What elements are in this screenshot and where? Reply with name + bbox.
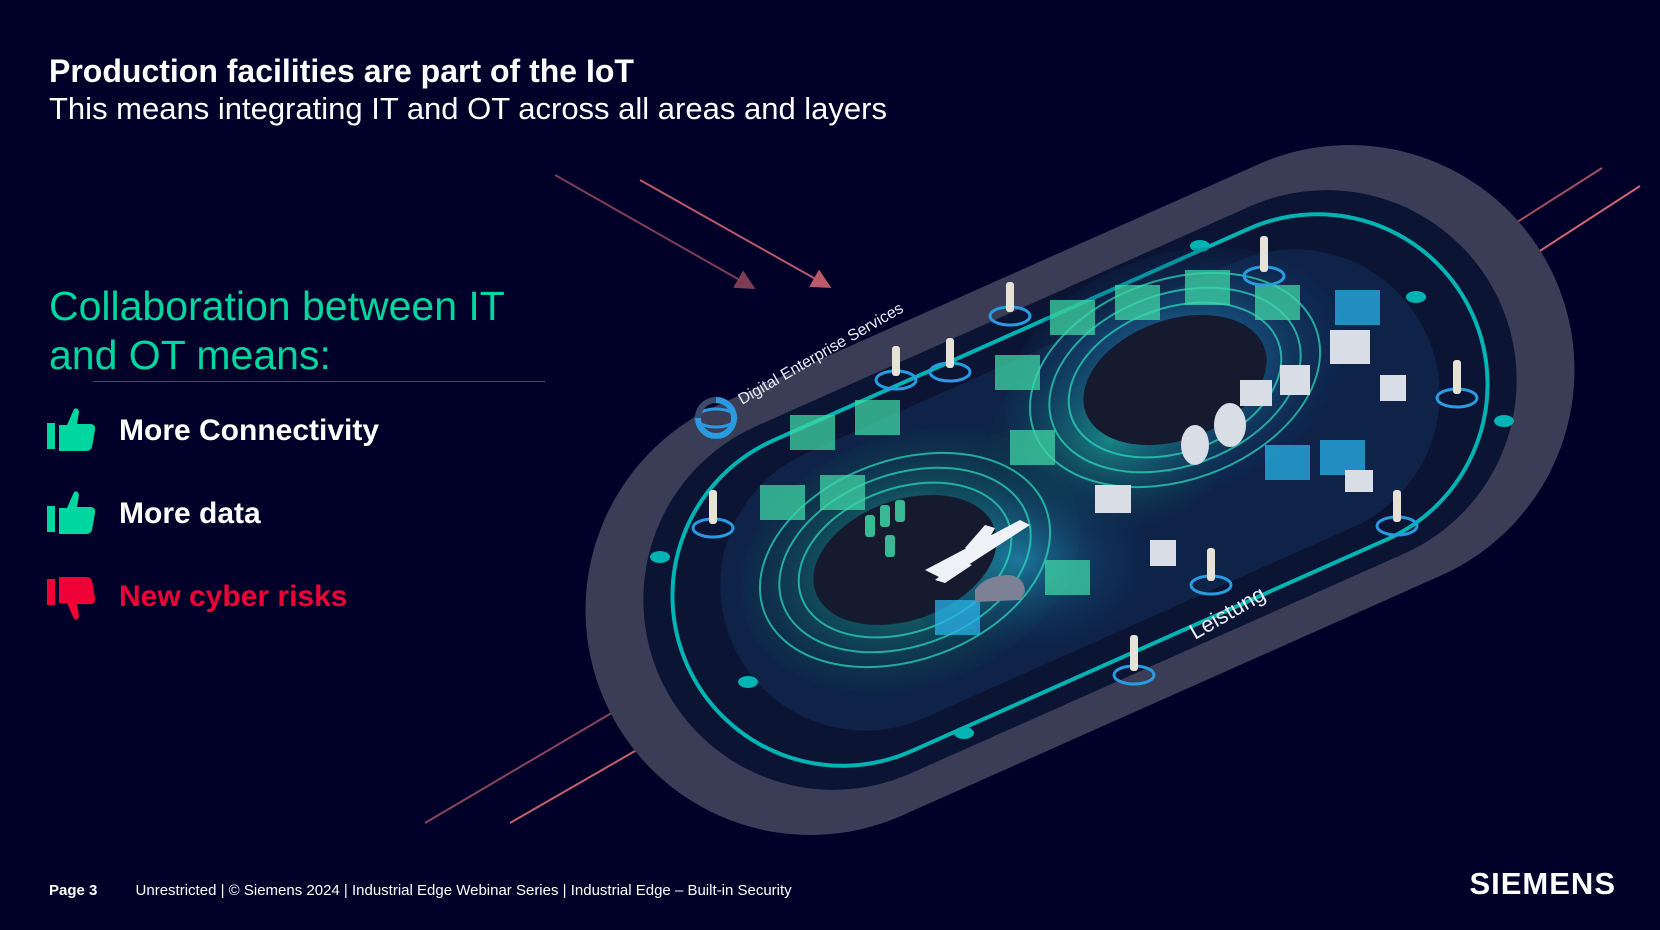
list-item-cyber-risks: New cyber risks <box>47 571 379 623</box>
screen-panels-blue <box>935 290 1380 635</box>
collaboration-section: Collaboration between IT and OT means: <box>49 282 569 382</box>
benefit-list: More Connectivity More data New cyber ri… <box>47 405 379 654</box>
ring-nodes <box>650 240 1514 739</box>
car-icon <box>975 575 1025 602</box>
thumbs-up-icon <box>47 408 96 451</box>
bottles <box>865 500 905 557</box>
list-item-connectivity: More Connectivity <box>47 405 379 457</box>
list-item-label: More Connectivity <box>119 414 380 447</box>
factory-machines <box>1095 330 1406 566</box>
thumbs-up-icon <box>47 491 96 534</box>
airplane-icon <box>925 520 1030 583</box>
list-item-label: More data <box>119 497 261 530</box>
footer: Page 3 Unrestricted | © Siemens 2024 | I… <box>49 882 792 899</box>
page-number: Page 3 <box>49 882 98 899</box>
ring-progress-gauge <box>695 397 737 439</box>
list-item-data: More data <box>47 488 379 540</box>
incoming-arrows <box>424 167 1641 824</box>
thumbs-down-icon <box>47 577 96 620</box>
product-pool <box>813 494 997 626</box>
workers <box>691 236 1479 686</box>
slide-title: Production facilities are part of the Io… <box>49 53 634 89</box>
screen-panels <box>760 270 1300 595</box>
collaboration-heading: Collaboration between IT and OT means: <box>49 282 569 380</box>
collaboration-heading-line2: and OT means: <box>49 332 331 378</box>
siemens-logo: SIEMENS <box>1469 866 1616 901</box>
slide-subtitle: This means integrating IT and OT across … <box>49 91 887 126</box>
list-item-label: New cyber risks <box>119 580 348 613</box>
heading-divider <box>93 381 545 382</box>
collaboration-heading-line1: Collaboration between IT <box>49 283 505 329</box>
header: Production facilities are part of the Io… <box>49 52 887 128</box>
footer-text: Unrestricted | © Siemens 2024 | Industri… <box>135 882 792 899</box>
